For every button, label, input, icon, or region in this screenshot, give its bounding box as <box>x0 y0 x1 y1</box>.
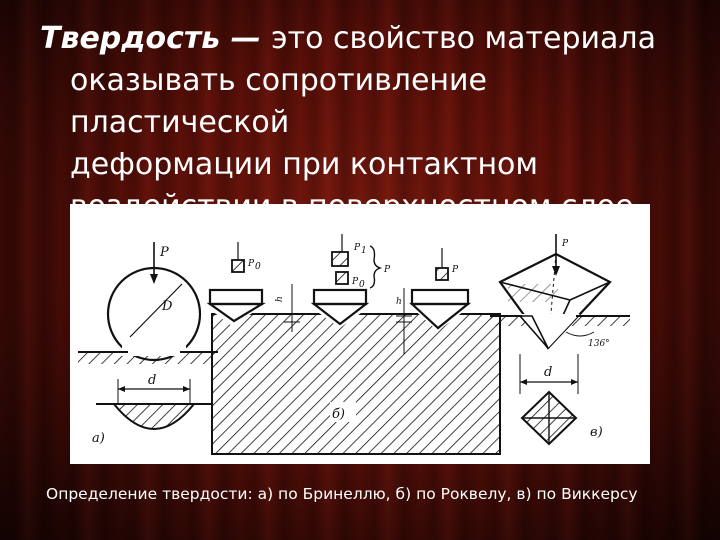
hardness-test-figure: P D d а) <box>70 204 650 464</box>
label-d-vickers: d <box>544 365 552 380</box>
brinell-panel: P D d а) <box>78 242 218 446</box>
svg-text:h: h <box>275 296 285 302</box>
rockwell-specimen <box>211 313 501 455</box>
term-dash: — <box>220 21 272 56</box>
title-line-2: оказывать сопротивление пластической <box>70 63 487 140</box>
force-brace <box>369 245 383 289</box>
label-b: б) <box>332 407 345 422</box>
rockwell-panel: P 0 P 1 P 0 P P <box>206 234 501 455</box>
svg-text:P: P <box>561 239 569 249</box>
svg-text:P: P <box>351 277 359 287</box>
rockwell-indenter-3: P <box>409 248 472 330</box>
label-a: а) <box>92 431 105 446</box>
svg-text:P: P <box>247 259 255 269</box>
contact-clear <box>122 344 186 356</box>
label-c: в) <box>590 425 603 440</box>
label-angle: 136° <box>588 339 610 349</box>
term-hardness: Твердость <box>40 21 221 56</box>
vickers-panel: P 136° d <box>490 234 630 446</box>
label-P-brinell: P <box>159 245 169 260</box>
svg-text:P: P <box>451 265 459 275</box>
label-d-brinell: d <box>148 373 156 388</box>
svg-text:1: 1 <box>361 246 367 256</box>
definition-start: это свойство материала <box>271 21 656 56</box>
diameter-line <box>129 283 183 338</box>
label-D: D <box>161 299 173 314</box>
slide-title-block: Твердость — это свойство материала оказы… <box>40 18 690 228</box>
force-arrow-head <box>150 274 158 284</box>
title-line-1: Твердость — это свойство материала <box>40 18 690 60</box>
figure-caption: Определение твердости: а) по Бринеллю, б… <box>46 485 638 503</box>
svg-text:0: 0 <box>359 280 365 290</box>
hardness-diagram: P D d а) <box>78 234 630 455</box>
svg-text:0: 0 <box>255 262 261 272</box>
rockwell-indenter-2: P 1 P 0 P <box>310 234 391 326</box>
svg-text:P: P <box>353 243 361 253</box>
svg-text:h: h <box>396 297 402 307</box>
svg-text:P: P <box>383 265 391 275</box>
brinell-imprint <box>96 403 212 430</box>
title-line-3: деформации при контактном <box>70 147 539 182</box>
rockwell-indenter-1: P 0 <box>206 242 266 323</box>
